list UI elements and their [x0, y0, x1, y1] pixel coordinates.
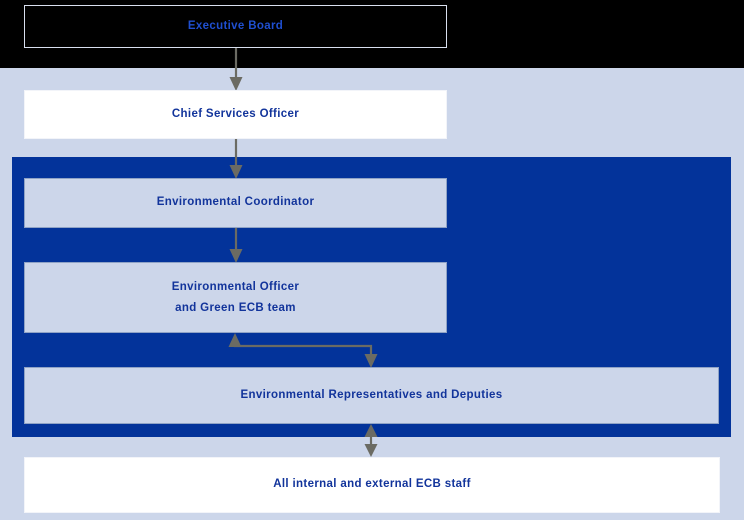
- node-chief-services-officer-label: Chief Services Officer: [171, 107, 300, 120]
- node-environmental-officer-label-line2: and Green ECB team: [175, 301, 296, 314]
- node-chief-services-officer[interactable]: Chief Services Officer: [24, 90, 447, 139]
- node-all-ecb-staff-label: All internal and external ECB staff: [273, 478, 471, 491]
- node-environmental-officer-label-line1: Environmental Officer: [171, 281, 300, 294]
- node-environmental-coordinator[interactable]: Environmental Coordinator: [24, 178, 447, 228]
- node-environmental-coordinator-label: Environmental Coordinator: [156, 196, 315, 209]
- node-executive-board[interactable]: Executive Board: [24, 5, 447, 48]
- node-environmental-officer[interactable]: Environmental Officer and Green ECB team: [24, 262, 447, 333]
- node-environmental-representatives-label: Environmental Representatives and Deputi…: [240, 388, 503, 401]
- node-all-ecb-staff[interactable]: All internal and external ECB staff: [24, 457, 720, 513]
- node-environmental-representatives[interactable]: Environmental Representatives and Deputi…: [24, 367, 719, 424]
- node-executive-board-label: Executive Board: [187, 19, 284, 32]
